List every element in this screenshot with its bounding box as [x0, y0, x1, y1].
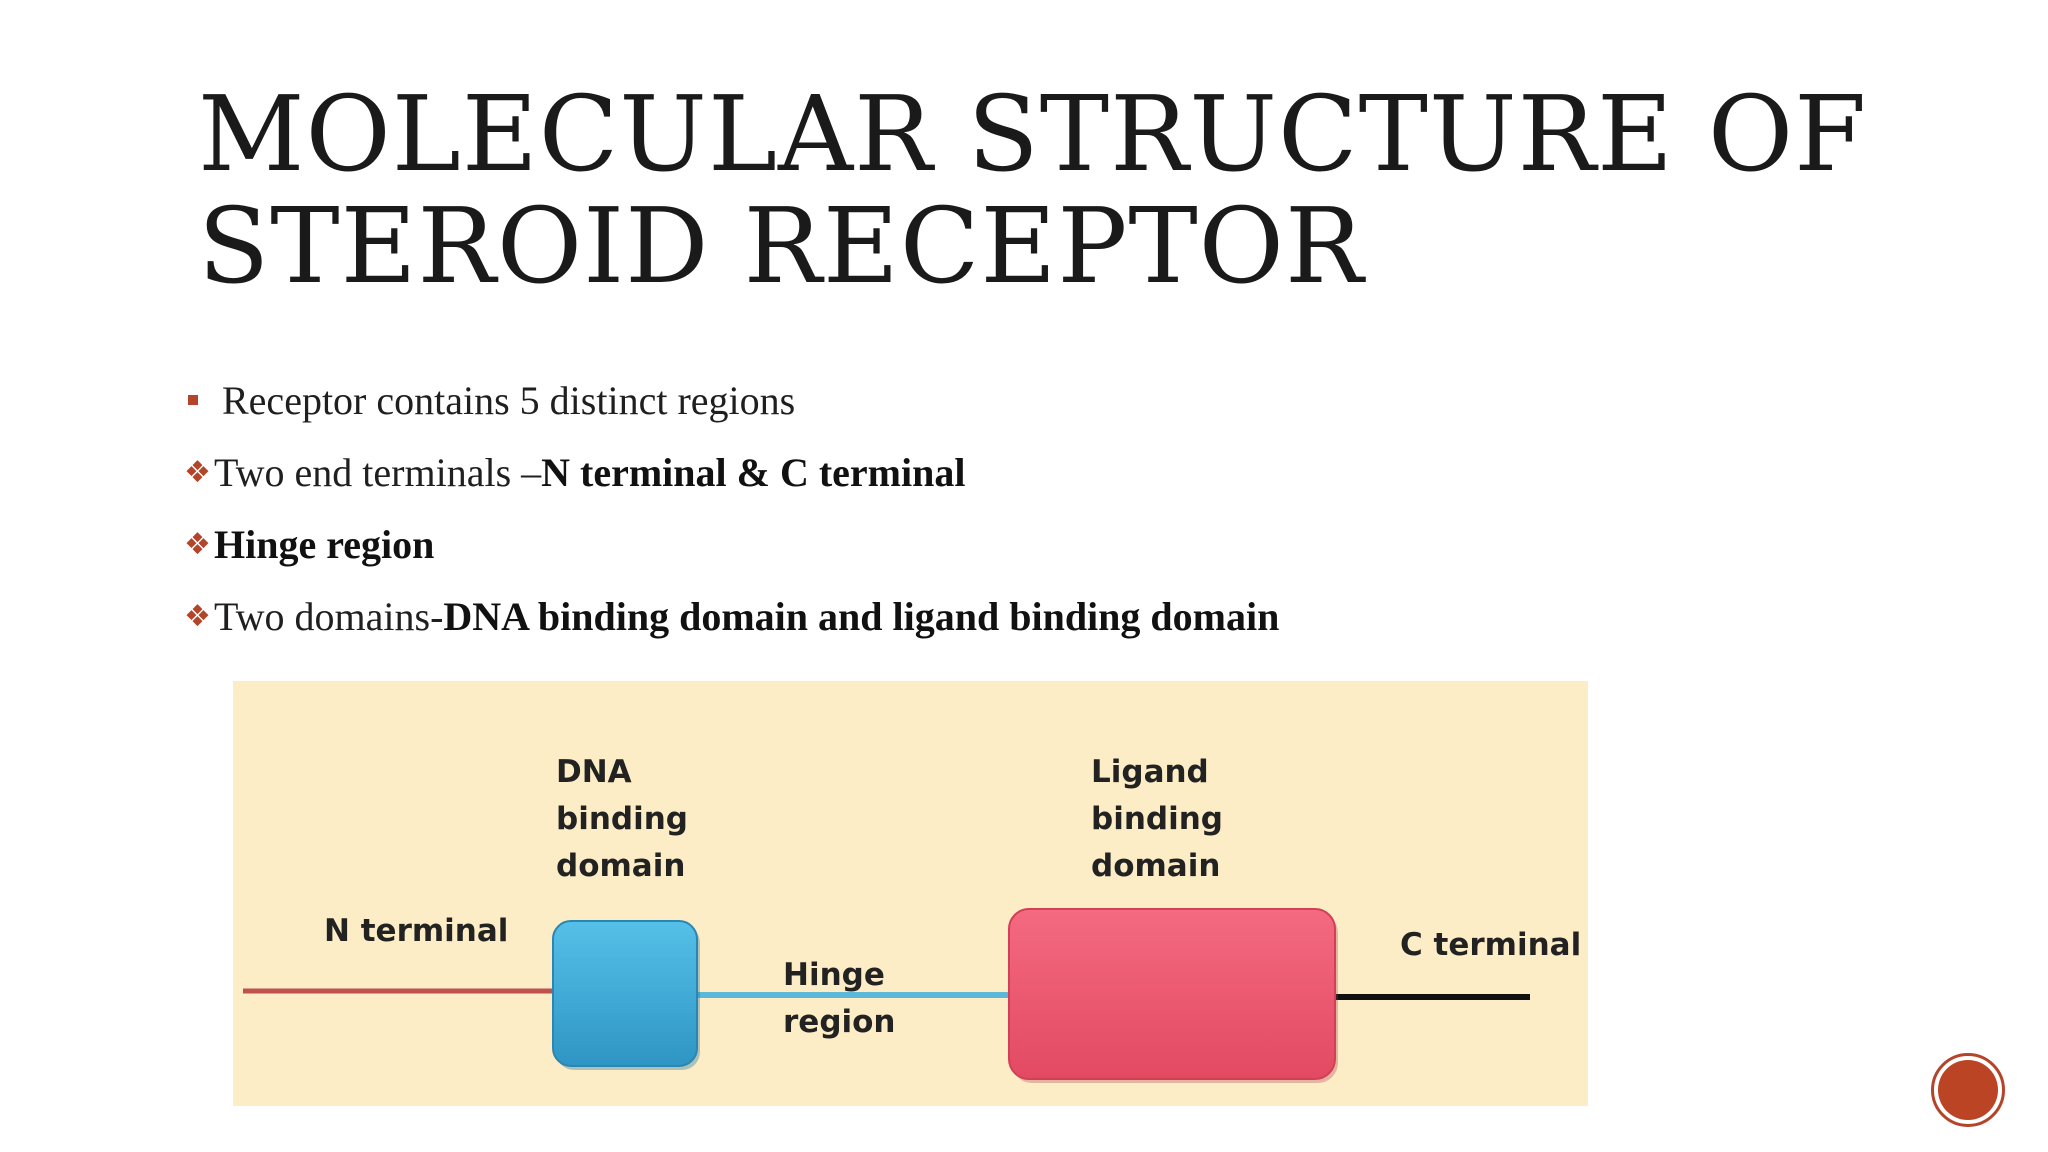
ligand-label-line-2: binding	[1091, 801, 1223, 837]
bullet-item: ❖ Two end terminals – N terminal & C ter…	[184, 436, 1279, 508]
bullet-text: Two end terminals –	[214, 449, 542, 495]
n-terminal-label: N terminal	[324, 913, 508, 949]
ligand-label-line-1: Ligand	[1091, 754, 1209, 790]
bullet-bold-text: Hinge region	[214, 521, 435, 567]
ligand-label-line-3: domain	[1091, 848, 1220, 884]
bullet-list: Receptor contains 5 distinct regions ❖ T…	[184, 364, 1279, 652]
diagram-background	[233, 681, 1588, 1106]
dna-binding-domain-box	[552, 920, 698, 1067]
bullet-text: Two domains-	[214, 593, 444, 639]
diamond-bullet-icon: ❖	[184, 526, 211, 562]
dna-label-line-1: DNA	[556, 754, 632, 790]
receptor-structure-diagram: N terminal DNA binding domain Hinge regi…	[233, 681, 1588, 1106]
hinge-label-line-2: region	[783, 1004, 896, 1040]
title-line-1: MOLECULAR STRUCTURE OF	[198, 73, 1868, 195]
dna-label-line-2: binding	[556, 801, 688, 837]
bullet-text: Receptor contains 5 distinct regions	[222, 377, 796, 423]
hinge-label-line-1: Hinge	[783, 957, 885, 993]
bullet-item: ❖ Two domains- DNA binding domain and li…	[184, 580, 1279, 652]
slide-title: MOLECULAR STRUCTURE OF STEROID RECEPTOR	[198, 78, 1867, 302]
dna-label-line-3: domain	[556, 848, 685, 884]
bullet-bold-text: DNA binding domain and ligand binding do…	[443, 593, 1280, 639]
bullet-item: ❖ Hinge region	[184, 508, 1279, 580]
square-bullet-icon	[188, 395, 198, 405]
bullet-bold-text: N terminal & C terminal	[541, 449, 966, 495]
title-line-2: STEROID RECEPTOR	[198, 185, 1365, 307]
next-slide-button[interactable]	[1931, 1053, 2005, 1127]
diamond-bullet-icon: ❖	[184, 454, 211, 490]
bullet-item: Receptor contains 5 distinct regions	[184, 364, 1279, 436]
c-terminal-label: C terminal	[1400, 927, 1581, 963]
diamond-bullet-icon: ❖	[184, 598, 211, 634]
next-slide-circle-icon	[1938, 1060, 1998, 1120]
ligand-binding-domain-box	[1008, 908, 1336, 1080]
